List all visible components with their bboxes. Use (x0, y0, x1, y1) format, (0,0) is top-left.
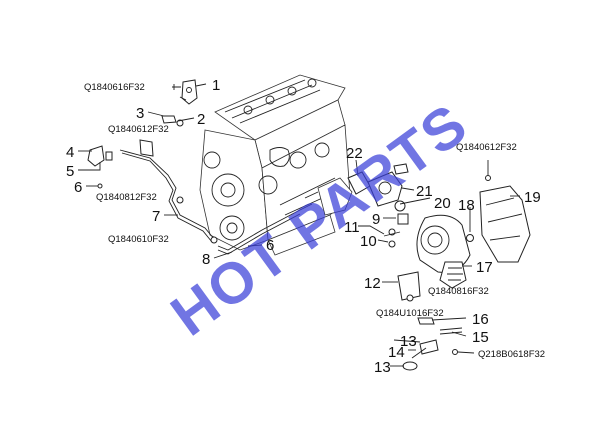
callout-4: 4 (66, 144, 74, 161)
callout-9: 9 (372, 211, 380, 228)
part-code-6: Q1840816F32 (428, 286, 489, 297)
callout-1: 1 (212, 77, 220, 94)
callout-21: 21 (416, 183, 433, 200)
part-code-7: Q184U1016F32 (376, 308, 444, 319)
part-code-8: Q218B0618F32 (478, 349, 545, 360)
part-9-11-fittings (383, 213, 409, 248)
callout-14: 14 (388, 344, 405, 361)
callout-15: 15 (472, 329, 489, 346)
callout-7: 7 (152, 208, 160, 225)
part-8-oil-return-pipe (217, 209, 301, 255)
engine-block (199, 74, 353, 256)
part-12-bracket (397, 271, 421, 302)
part-19-heat-shield (479, 175, 531, 263)
part-code-4: Q1840610F32 (108, 234, 169, 245)
callout-20: 20 (434, 195, 451, 212)
part-code-3: Q1840812F32 (96, 192, 157, 203)
callout-17: 17 (476, 259, 493, 276)
part-17-turbocharger (416, 214, 474, 289)
part-codes: Q1840616F32 Q1840612F32 Q1840812F32 Q184… (84, 82, 545, 360)
part-7-oil-feed-pipe (119, 139, 218, 244)
callout-13a: 13 (400, 333, 417, 350)
callout-10: 10 (360, 233, 377, 250)
callout-3: 3 (136, 105, 144, 122)
callout-16: 16 (472, 311, 489, 328)
part-code-2: Q1840612F32 (108, 124, 169, 135)
callout-8: 8 (202, 251, 210, 268)
callout-11: 11 (344, 219, 360, 236)
part-20-22-gaskets (347, 163, 409, 212)
callout-6b: 6 (266, 237, 274, 254)
callout-22: 22 (346, 145, 363, 162)
callout-2: 2 (197, 111, 205, 128)
part-13-16-hose (402, 317, 463, 371)
callout-13b: 13 (374, 359, 391, 376)
callout-numbers: 1 2 3 4 5 6 6 7 8 9 10 11 12 13 13 14 15… (66, 77, 541, 376)
callout-19: 19 (524, 189, 541, 206)
leader-lines (78, 83, 520, 367)
part-code-1: Q1840616F32 (84, 82, 145, 93)
part-2-3-bolt (161, 115, 184, 127)
callout-12: 12 (364, 275, 381, 292)
callout-18: 18 (458, 197, 475, 214)
part-1-bracket (172, 79, 198, 105)
callout-6a: 6 (74, 179, 82, 196)
callout-5: 5 (66, 163, 74, 180)
part-code-5: Q1840612F32 (456, 142, 517, 153)
